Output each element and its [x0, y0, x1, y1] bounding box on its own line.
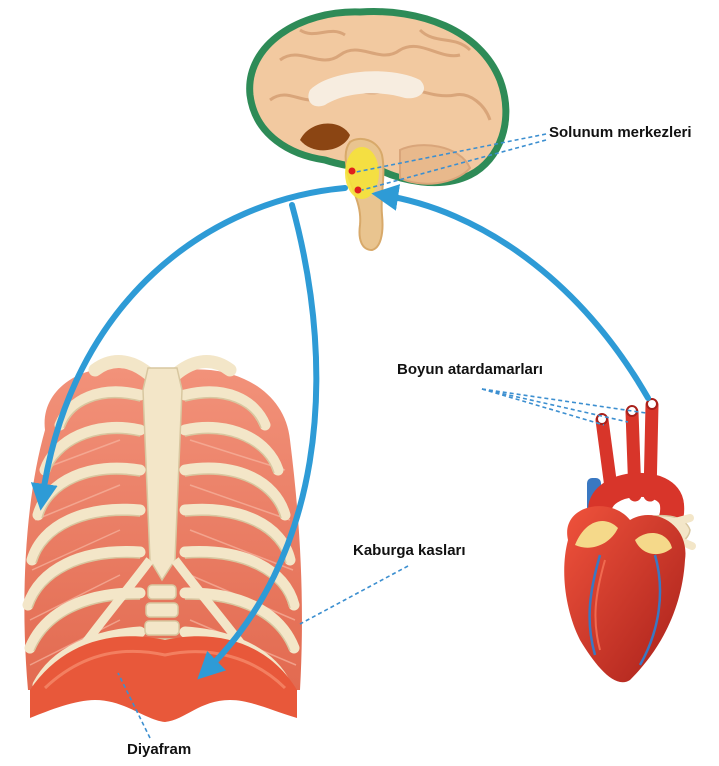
brain-illustration: [250, 12, 506, 250]
label-respiratory-centers: Solunum merkezleri: [549, 124, 692, 141]
heart-illustration: [564, 399, 692, 682]
label-diaphragm: Diyafram: [127, 741, 191, 758]
label-intercostal-muscles: Kaburga kasları: [353, 542, 466, 559]
label-carotid-arteries: Boyun atardamarları: [397, 361, 543, 378]
